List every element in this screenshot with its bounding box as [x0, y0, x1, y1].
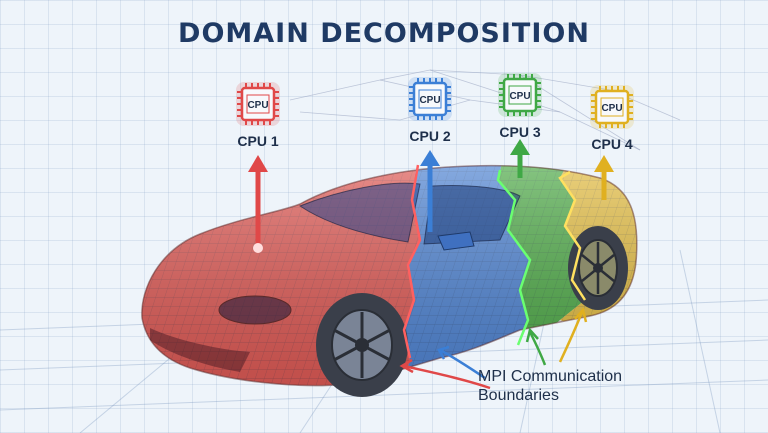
- cpu-chip-2-icon: CPU: [408, 77, 452, 121]
- car-headlight: [218, 295, 292, 325]
- boundary-blue-green: [496, 169, 532, 346]
- cpu-chip-1-text: CPU: [247, 100, 268, 111]
- mpi-label-line1: MPI Communication: [478, 368, 623, 385]
- mpi-arrow-green: [528, 331, 547, 366]
- mpi-boundaries-label: MPI Communication Boundaries: [478, 367, 622, 405]
- mpi-arrows: [399, 307, 588, 390]
- front-wheel: [316, 293, 408, 397]
- boundary-green-yellow: [558, 170, 587, 301]
- cpu-chip-1-icon: CPU: [236, 82, 280, 126]
- mpi-label-line2: Boundaries: [478, 387, 559, 404]
- mpi-arrow-blue: [439, 348, 486, 380]
- car-front-intake: [150, 328, 250, 372]
- cpu-arrows: [248, 139, 614, 253]
- diagram-title: DOMAIN DECOMPOSITION: [178, 18, 590, 49]
- car-side-mirror: [437, 231, 475, 251]
- mpi-arrow-red: [403, 364, 491, 390]
- cpu-label-1: CPU 1: [237, 133, 279, 149]
- cpu-label-3: CPU 3: [499, 124, 541, 140]
- rear-wheel: [568, 226, 628, 310]
- cpu-chip-4-icon: CPU: [590, 85, 634, 129]
- mpi-arrow-yellow: [558, 311, 584, 363]
- cpu-label-2: CPU 2: [409, 128, 451, 144]
- cpu-chip-3-icon: CPU: [498, 73, 542, 117]
- cpu-chip-3-text: CPU: [509, 91, 530, 102]
- cpu-chip-4-text: CPU: [601, 103, 622, 114]
- boundary-red-blue: [402, 164, 422, 359]
- domain-boundaries: [402, 164, 587, 359]
- car-windshield: [298, 182, 421, 243]
- cpu-chip-2-text: CPU: [419, 95, 440, 106]
- cpu-label-4: CPU 4: [591, 136, 633, 152]
